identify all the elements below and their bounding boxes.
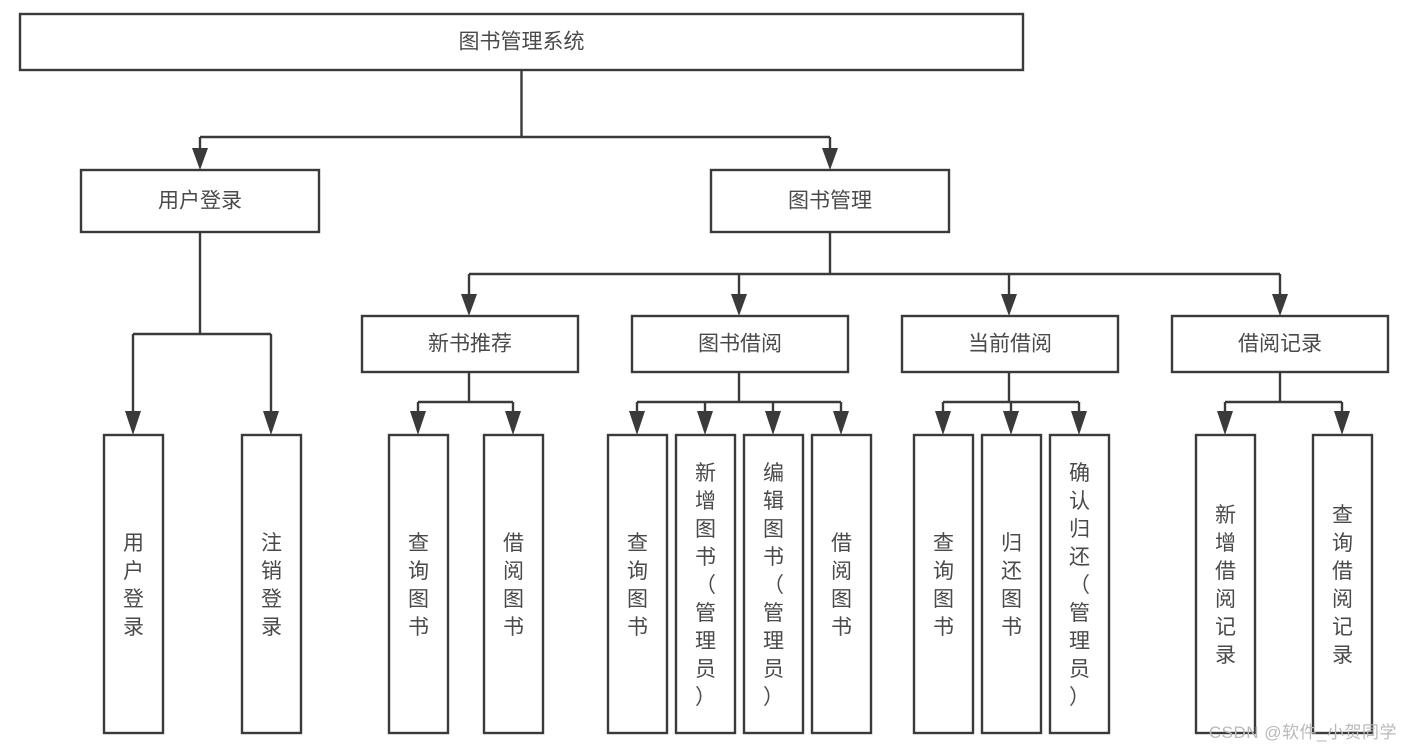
node-root-box[interactable] <box>18 12 1025 72</box>
node-leaf-return-book-label: 归还图书 <box>1001 532 1022 639</box>
node-leaf-query-book-2-box[interactable] <box>606 433 669 735</box>
arrowhead-leaf-query-book-3 <box>935 411 951 435</box>
node-leaf-borrow-book-1-label: 借阅图书 <box>503 532 524 639</box>
node-user-login[interactable]: 用户登录 <box>79 168 321 234</box>
node-leaf-edit-book-label: 编辑图书（管理员） <box>763 462 784 709</box>
node-leaf-add-book-box[interactable] <box>674 433 737 735</box>
node-root-label: 图书管理系统 <box>459 31 585 54</box>
node-book-borrow-box[interactable] <box>630 314 850 374</box>
leaf-label-layer: 用户登录 注销登录 查询图书 借阅图书 查询图书 新增图书（管理员） 编辑图书（… <box>123 462 1353 709</box>
node-leaf-borrow-book-1-box[interactable] <box>482 433 545 735</box>
arrowhead-leaf-user-login <box>125 411 141 435</box>
node-current-borrow-label: 当前借阅 <box>968 333 1052 356</box>
connector-layer <box>125 70 1350 435</box>
arrowhead-leaf-confirm-return <box>1071 411 1087 435</box>
node-leaf-borrow-book-2-label: 借阅图书 <box>831 532 852 639</box>
node-new-book-recommend[interactable]: 新书推荐 <box>360 314 580 374</box>
node-leaf-logout-login-label: 注销登录 <box>261 532 282 639</box>
arrowhead-leaf-add-record <box>1217 411 1233 435</box>
node-new-book-recommend-box[interactable] <box>360 314 580 374</box>
node-leaf-query-book-1-label: 查询图书 <box>408 532 429 639</box>
node-user-login-label: 用户登录 <box>158 190 242 213</box>
arrowhead-user-login <box>192 148 208 170</box>
arrowhead-leaf-query-record <box>1334 411 1350 435</box>
node-borrow-record[interactable]: 借阅记录 <box>1170 314 1390 374</box>
arrowhead-leaf-borrow-book-2 <box>833 411 849 435</box>
node-root[interactable]: 图书管理系统 <box>18 12 1025 72</box>
node-leaf-add-record-box[interactable] <box>1194 433 1257 735</box>
arrowhead-leaf-logout-login <box>263 411 279 435</box>
node-leaf-query-book-2-label: 查询图书 <box>627 532 648 639</box>
node-new-book-recommend-label: 新书推荐 <box>428 333 512 356</box>
arrowhead-leaf-add-book <box>697 411 713 435</box>
node-leaf-logout-login-box[interactable] <box>240 433 303 735</box>
node-leaf-user-login-box[interactable] <box>102 433 165 735</box>
arrowhead-current-borrow <box>1001 294 1017 316</box>
node-leaf-query-book-3-label: 查询图书 <box>933 532 954 639</box>
arrowhead-book-management <box>822 148 838 170</box>
arrowhead-leaf-query-book-1 <box>410 411 426 435</box>
arrowhead-leaf-query-book-2 <box>629 411 645 435</box>
csdn-watermark: CSDN @软件_小贺同学 <box>1208 723 1397 742</box>
node-leaf-user-login-label: 用户登录 <box>123 532 144 639</box>
node-leaf-add-book-label: 新增图书（管理员） <box>695 462 716 709</box>
leaf-layer <box>102 433 1374 735</box>
node-leaf-query-book-1-box[interactable] <box>387 433 450 735</box>
arrowhead-leaf-edit-book <box>765 411 781 435</box>
arrowhead-new-book-recommend <box>461 294 477 316</box>
arrowhead-book-borrow <box>731 294 747 316</box>
arrowhead-leaf-borrow-book-1 <box>505 411 521 435</box>
node-current-borrow[interactable]: 当前借阅 <box>900 314 1120 374</box>
node-borrow-record-label: 借阅记录 <box>1238 333 1322 356</box>
node-borrow-record-box[interactable] <box>1170 314 1390 374</box>
node-leaf-return-book-box[interactable] <box>980 433 1043 735</box>
node-leaf-edit-book-box[interactable] <box>742 433 805 735</box>
node-book-management-box[interactable] <box>709 168 951 234</box>
node-user-login-box[interactable] <box>79 168 321 234</box>
node-book-borrow-label: 图书借阅 <box>698 333 782 356</box>
node-leaf-query-record-label: 查询借阅记录 <box>1332 504 1353 667</box>
node-leaf-borrow-book-2-box[interactable] <box>810 433 873 735</box>
node-book-borrow[interactable]: 图书借阅 <box>630 314 850 374</box>
arrowhead-borrow-record <box>1272 294 1288 316</box>
arrowhead-leaf-return-book <box>1003 411 1019 435</box>
node-leaf-query-book-3-box[interactable] <box>912 433 975 735</box>
node-leaf-confirm-return-label: 确认归还（管理员） <box>1069 462 1090 709</box>
node-leaf-confirm-return-box[interactable] <box>1048 433 1111 735</box>
node-book-management-label: 图书管理 <box>788 190 872 213</box>
node-current-borrow-box[interactable] <box>900 314 1120 374</box>
node-leaf-add-record-label: 新增借阅记录 <box>1215 504 1236 667</box>
node-book-management[interactable]: 图书管理 <box>709 168 951 234</box>
node-leaf-query-record-box[interactable] <box>1311 433 1374 735</box>
